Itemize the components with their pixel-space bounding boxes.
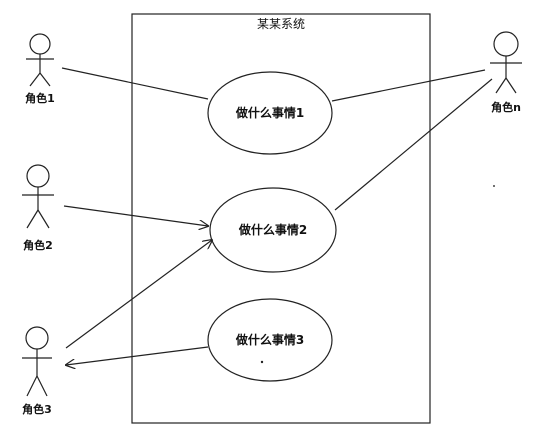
use-case-u2[interactable]: 做什么事情2 (209, 187, 337, 273)
actor-a2[interactable]: 角色2 (22, 164, 54, 252)
use-case-label: 做什么事情3 (235, 332, 304, 347)
stray-dot (493, 185, 495, 187)
system-title: 某某系统 (257, 17, 305, 31)
system-boundary (131, 13, 431, 424)
actor-leg-left (26, 375, 38, 397)
actor-a3[interactable]: 角色3 (22, 326, 52, 416)
use-case-label: 做什么事情2 (238, 222, 307, 237)
actor-leg-left (26, 209, 39, 229)
actor-label: 角色3 (22, 402, 52, 416)
association-u3-a3 (66, 346, 209, 365)
stray-dot (260, 360, 264, 364)
actor-a1[interactable]: 角色1 (25, 33, 55, 105)
actor-label: 角色1 (25, 91, 55, 105)
actor-leg-right (505, 77, 517, 94)
association-a3-u2 (65, 240, 212, 349)
actor-label: 角色n (491, 100, 521, 114)
actor-an[interactable]: 角色n (490, 31, 522, 114)
actor-leg-left (495, 77, 507, 94)
use-case-ellipse (207, 298, 333, 382)
actor-head (29, 33, 51, 55)
association-a1-u1 (61, 67, 209, 100)
actor-leg-right (36, 375, 48, 397)
actor-leg-right (39, 72, 51, 87)
use-case-ellipse (207, 71, 333, 155)
association-an-u2 (334, 78, 493, 211)
use-case-ellipse (209, 187, 337, 273)
actor-head (26, 164, 50, 188)
actor-leg-right (37, 209, 50, 229)
association-an-u1 (331, 69, 486, 102)
use-case-u3[interactable]: 做什么事情3 (207, 298, 333, 382)
actor-head (493, 31, 519, 57)
actor-label: 角色2 (23, 238, 53, 252)
association-a2-u2 (63, 205, 208, 226)
actor-head (25, 326, 49, 350)
actor-leg-left (29, 72, 41, 87)
use-case-u1[interactable]: 做什么事情1 (207, 71, 333, 155)
use-case-label: 做什么事情1 (235, 105, 304, 120)
